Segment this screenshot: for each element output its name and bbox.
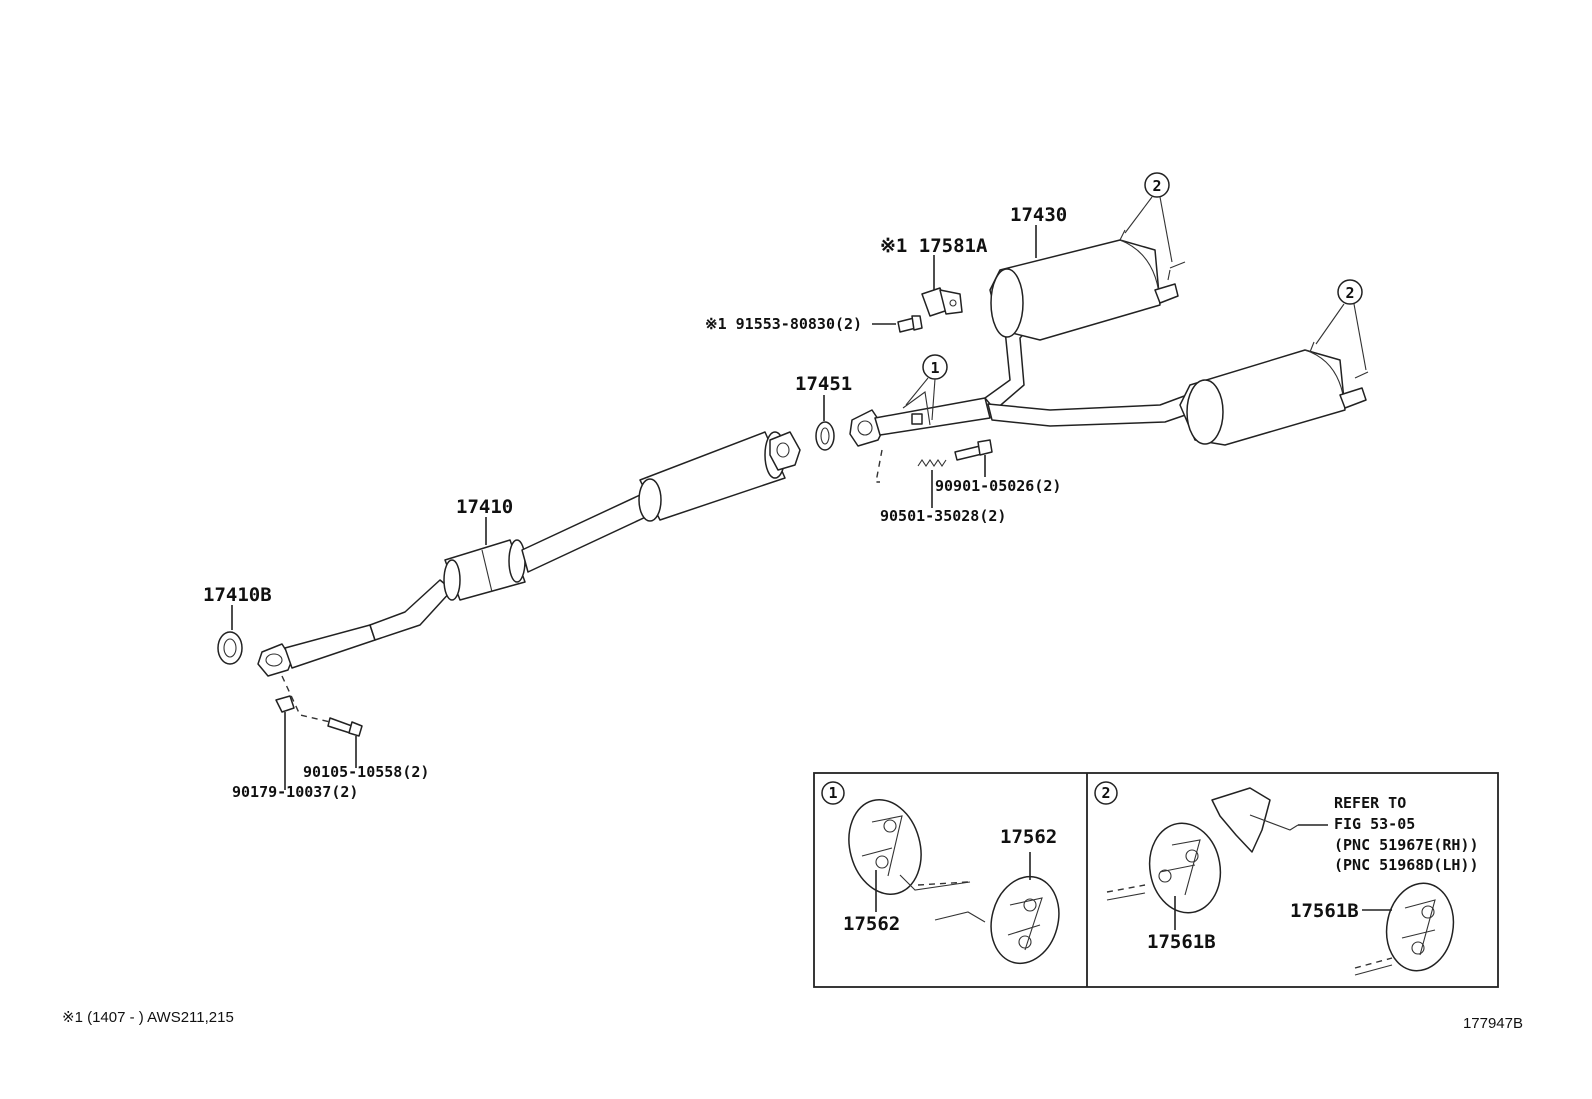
inset-panels: 1 17562 17562 2 <box>813 772 1499 988</box>
label-90501-35028: 90501-35028(2) <box>880 507 1006 525</box>
label-17410b: 17410B <box>203 584 272 606</box>
bracket-reference <box>1211 787 1299 853</box>
refer-line-4: (PNC 51968D(LH)) <box>1334 856 1479 874</box>
label-90901-05026: 90901-05026(2) <box>935 477 1061 495</box>
label-17581a: ※1 17581A <box>880 235 988 257</box>
leader-lines <box>485 225 1037 545</box>
hanger-rubber-17562-right <box>990 875 1060 965</box>
refer-line-3: (PNC 51967E(RH)) <box>1334 836 1479 854</box>
label-17451: 17451 <box>795 373 852 395</box>
label-17562-right: 17562 <box>1000 826 1057 848</box>
label-17562-left: 17562 <box>843 913 900 935</box>
callouts: 2 2 1 <box>905 172 1367 421</box>
label-17430: 17430 <box>1010 204 1067 226</box>
gasket-17410b <box>217 605 243 665</box>
label-91553-80830: ※1 91553-80830(2) <box>705 315 862 333</box>
hanger-rubber-17562-left <box>848 799 922 895</box>
front-fasteners <box>275 675 363 790</box>
label-17561b-right: 17561B <box>1290 900 1359 922</box>
hanger-rubber-17561b-left <box>1148 822 1222 914</box>
diagram-code: 177947B <box>1463 1015 1523 1032</box>
callout-1: 1 <box>930 359 939 377</box>
label-90105-10558: 90105-10558(2) <box>303 763 429 781</box>
label-17410: 17410 <box>456 496 513 518</box>
label-17561b-left: 17561B <box>1147 931 1216 953</box>
front-pipe-assembly <box>257 431 801 677</box>
footer-note: ※1 (1407 - ) AWS211,215 <box>62 1009 234 1026</box>
tailpipe-assembly <box>849 229 1369 447</box>
callout-2-lower: 2 <box>1345 284 1354 302</box>
label-90179-10037: 90179-10037(2) <box>232 783 358 801</box>
refer-line-1: REFER TO <box>1334 794 1406 812</box>
inset-1-number: 1 <box>828 784 837 802</box>
hanger-rubber-17561b-right <box>1385 882 1455 972</box>
refer-line-2: FIG 53-05 <box>1334 815 1415 833</box>
sensor-17581a <box>897 255 963 333</box>
gasket-17451 <box>815 395 835 451</box>
inset-2-number: 2 <box>1101 784 1110 802</box>
rear-fasteners <box>875 439 993 508</box>
callout-2-upper: 2 <box>1152 177 1161 195</box>
